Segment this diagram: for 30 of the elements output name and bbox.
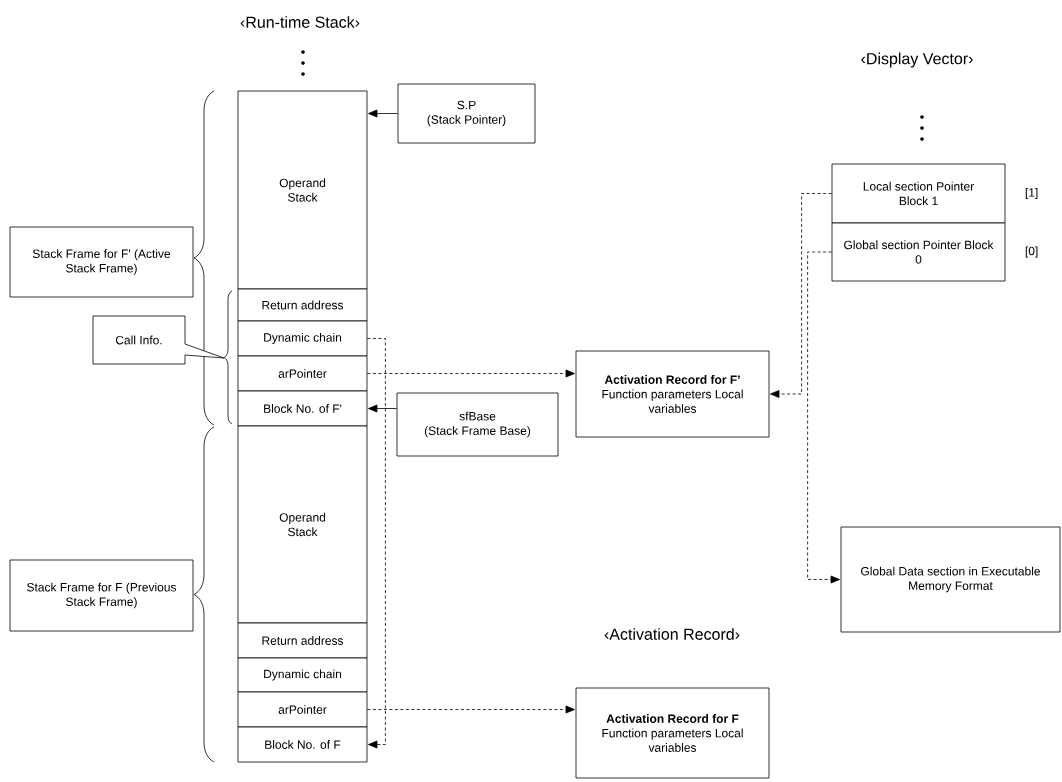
arrow: [368, 109, 398, 118]
stack-cell: Return address: [237, 288, 368, 322]
arrow: [807, 251, 840, 584]
arrow: [368, 404, 397, 413]
record-box: Activation Record for F’ Function parameters Local variables: [575, 350, 770, 438]
section-heading: ‹Activation Record›: [604, 628, 740, 640]
index-label: [0]: [1025, 246, 1038, 258]
stack-cell: Return address: [237, 622, 368, 659]
pointer-box: S.P (Stack Pointer): [397, 83, 536, 144]
stack-cell: Dynamic chain: [237, 320, 368, 357]
callout-box: Call Info.: [92, 315, 225, 365]
frame-label-box: Stack Frame for F (Previous Stack Frame): [9, 559, 194, 632]
section-heading: ‹Display Vector›: [861, 52, 973, 68]
arrow: [367, 338, 386, 749]
display-cell: Global section Pointer Block 0: [831, 222, 1006, 282]
record-box: Activation Record for F Function parameters Local variables: [575, 687, 770, 779]
index-label: [1]: [1025, 187, 1038, 200]
frame-label-box: Stack Frame for F' (Active Stack Frame): [9, 226, 194, 298]
stack-cell: arPointer: [237, 691, 368, 728]
pointer-box: sfBase (Stack Frame Base): [396, 392, 559, 457]
arrow: [367, 705, 575, 714]
stack-cell: arPointer: [237, 355, 368, 392]
stack-cell: Block No. of F': [237, 390, 368, 427]
record-box: Global Data section in Executable Memory Format: [840, 526, 1061, 633]
stack-cell: Block No. of F: [237, 726, 368, 763]
arrow: [367, 369, 575, 378]
section-heading: ‹Run-time Stack›: [240, 16, 360, 28]
display-cell: Local section Pointer Block 1: [831, 163, 1006, 224]
arrow: [770, 193, 832, 398]
stack-cell: Dynamic chain: [237, 657, 368, 693]
